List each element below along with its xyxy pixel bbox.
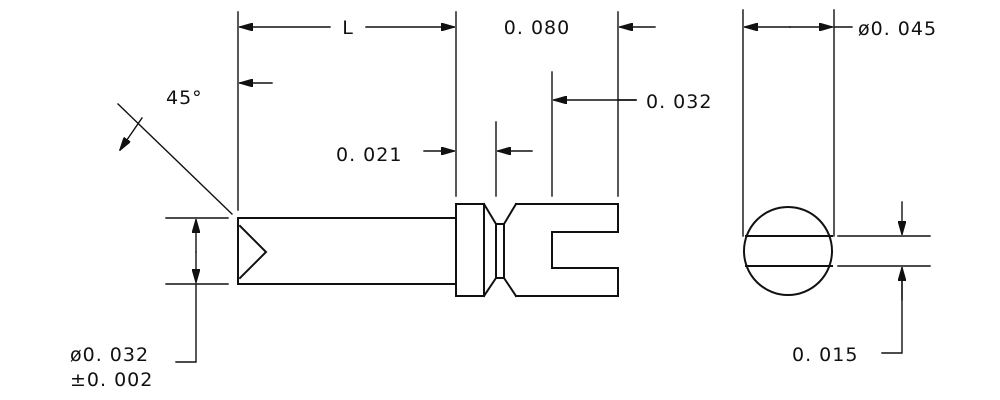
head-end-view [743, 206, 833, 296]
extension-lines [165, 9, 931, 285]
pin-body [237, 217, 457, 285]
angle-label: 45° [166, 87, 203, 109]
pin-diameter-label: ø0. 032 [70, 344, 149, 366]
fork-end [515, 203, 619, 297]
pin-diameter-dimension: ø0. 032 ±0. 002 [70, 220, 196, 391]
slot-depth-label: 0. 032 [646, 91, 712, 113]
length-label: L [342, 17, 354, 39]
fork-length-label: 0. 080 [504, 17, 570, 39]
fork-length-dimension: 0. 080 [504, 17, 656, 39]
head-diameter-dimension: ø0. 045 [745, 18, 937, 40]
angle-dimension: 45° [117, 83, 273, 215]
length-dimension: L [240, 17, 454, 39]
pin-tolerance-label: ±0. 002 [70, 369, 153, 391]
groove-width-dimension: 0. 021 [336, 144, 533, 166]
groove-collar [455, 202, 518, 298]
slot-width-label: 0. 015 [792, 344, 858, 366]
head-diameter-label: ø0. 045 [858, 18, 937, 40]
slot-depth-dimension: 0. 032 [554, 91, 712, 113]
groove-width-label: 0. 021 [336, 144, 402, 166]
pin-tip-chevron [238, 224, 268, 280]
slot-width-dimension: 0. 015 [792, 201, 902, 366]
